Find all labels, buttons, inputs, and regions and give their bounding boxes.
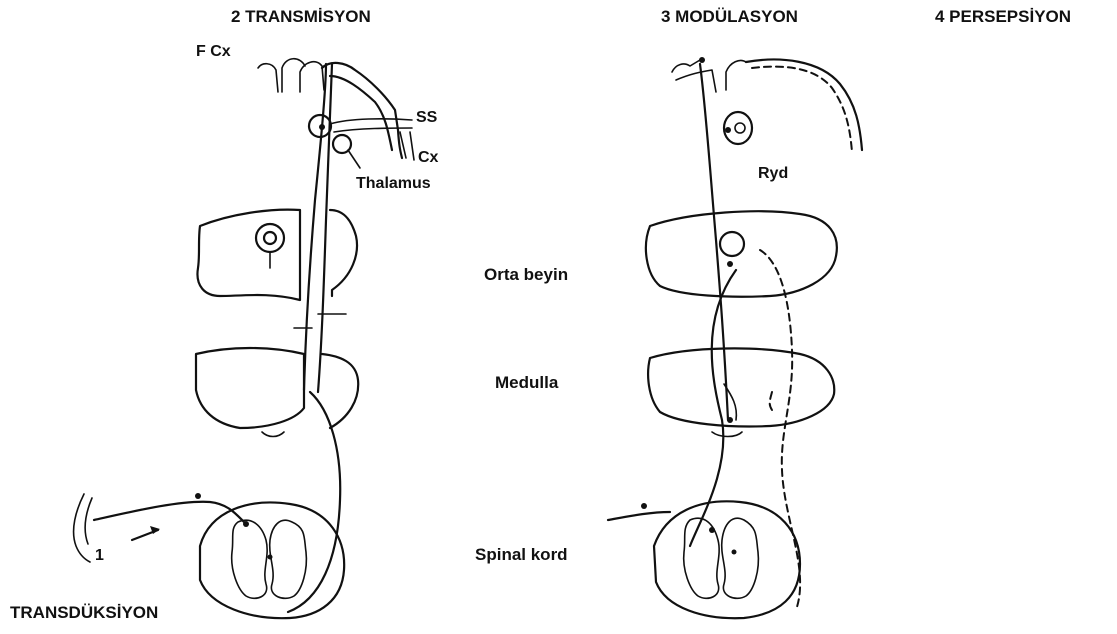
left-ascending-tract — [304, 64, 326, 390]
right-afferent-fiber — [608, 512, 670, 520]
label-cortex: Cx — [418, 150, 438, 166]
heading-transmission: 2 TRANSMİSYON — [231, 8, 371, 25]
left-spinal-connector — [288, 392, 340, 612]
right-thalamus — [724, 112, 752, 144]
label-thalamus: Thalamus — [356, 176, 431, 192]
right-modulation-dashed-path — [760, 250, 800, 610]
label-somatosensory: SS — [416, 110, 437, 126]
left-cortex — [258, 59, 414, 160]
right-medulla-section — [648, 348, 834, 436]
label-midbrain: Orta beyin — [484, 266, 568, 283]
right-pathway-figure — [608, 57, 862, 618]
heading-modulation: 3 MODÜLASYON — [661, 8, 798, 25]
left-pathway-figure — [74, 59, 414, 618]
right-descending-tract — [700, 64, 728, 420]
right-spinal-cord-section — [654, 501, 800, 618]
left-midbrain-section — [197, 210, 357, 300]
label-number-one: 1 — [95, 548, 104, 564]
heading-perception: 4 PERSEPSİYON — [935, 8, 1071, 25]
label-ryd: Ryd — [758, 166, 788, 182]
label-spinal-cord: Spinal kord — [475, 546, 568, 563]
heading-transduction: TRANSDÜKSİYON — [10, 604, 158, 621]
right-midbrain-section — [646, 211, 837, 296]
label-frontal-cortex: F Cx — [196, 44, 231, 60]
left-spinal-cord-section — [200, 503, 344, 619]
label-medulla: Medulla — [495, 374, 558, 391]
left-medulla-section — [196, 314, 358, 437]
